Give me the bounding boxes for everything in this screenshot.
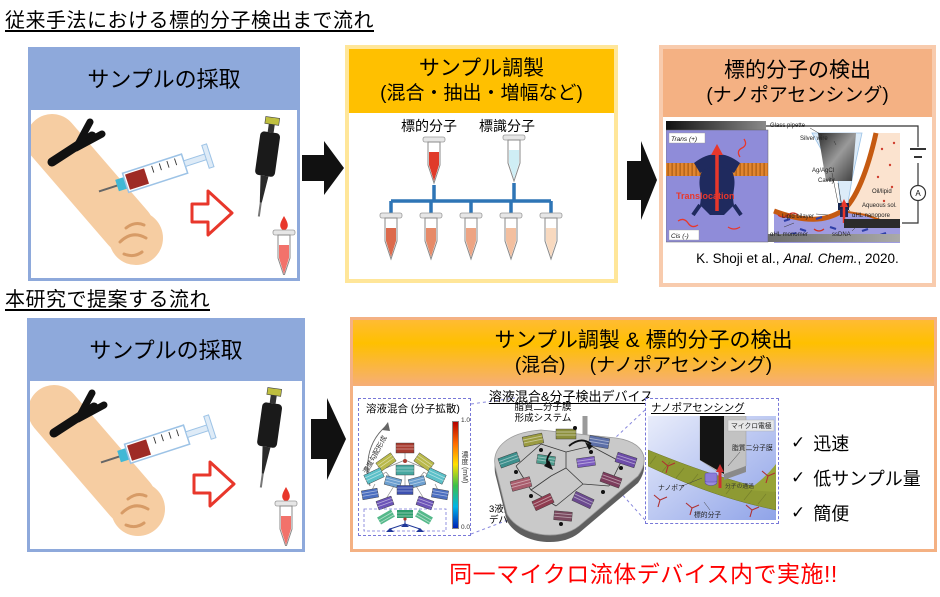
ssdna-label: ssDNA	[832, 232, 851, 238]
base-bar	[714, 234, 900, 242]
ahl-nanopore-label: αHL nanopore	[852, 213, 891, 219]
box-sampling-header: サンプルの採取	[31, 50, 297, 110]
citation-suffix: , 2020.	[857, 251, 899, 266]
box-sampling-header-text: サンプルの採取	[87, 67, 241, 93]
target-molecule-label: 標的分子	[401, 118, 457, 134]
check-icon: ✓	[791, 433, 806, 452]
box-detection-header-line1: 標的分子の検出	[724, 59, 871, 82]
probe-molecule-label: 標識分子	[479, 118, 535, 134]
benefit-label: 迅速	[813, 434, 850, 454]
blood-sampling-illustration	[30, 381, 302, 546]
benefit-item: ✓ 低サンプル量	[791, 465, 921, 491]
sensing-target-label: 標的分子	[694, 510, 721, 519]
sensing-scene-figure: マイクロ電極 脂質二分子膜 ナノポア 分子の通過 標的分子	[648, 416, 776, 520]
box-integrated-content: 溶液混合 (分子拡散)	[353, 386, 934, 549]
citation-journal: Anal. Chem.	[783, 251, 858, 266]
cis-label: Cis (-)	[671, 233, 689, 240]
flow-arrow-right-icon	[311, 398, 346, 480]
box-preparation-header-line2: (混合・抽出・増幅など)	[380, 83, 583, 105]
glass-pipette-label: Glass pipette	[770, 123, 806, 129]
micro-electrode-label: マイクロ電極	[731, 421, 772, 430]
mixing-inset-title: 溶液混合 (分子拡散)	[366, 403, 460, 415]
molecule-passage-label: 分子の通過	[725, 482, 754, 490]
circuit-wire	[766, 125, 919, 224]
box-integrated: サンプル調製 & 標的分子の検出 (混合) (ナノポアセンシング) 溶液混合 (…	[350, 317, 937, 552]
blood-sampling-illustration	[31, 110, 297, 275]
check-icon: ✓	[791, 503, 806, 522]
box-integrated-header-line1: サンプル調製 & 標的分子の検出	[494, 329, 793, 352]
microfluidic-device-figure	[494, 426, 645, 543]
sensing-nanopore-label: ナノポア	[658, 484, 685, 492]
benefit-label: 簡便	[813, 504, 850, 524]
battery-symbol	[910, 148, 926, 158]
lipid-system-label: 脂質二分子膜 形成システム	[495, 402, 591, 425]
colorbar-label: 濃度 (mM)	[461, 451, 468, 484]
section-title-proposed: 本研究で提案する流れ	[5, 289, 210, 311]
sensing-inset: ナノポアセンシング	[645, 398, 779, 524]
benefit-label: 低サンプル量	[813, 469, 921, 489]
colorbar	[452, 421, 459, 529]
box-sampling-proposed-header-text: サンプルの採取	[89, 338, 243, 364]
benefit-item: ✓ 簡便	[791, 500, 921, 526]
ahl-monomer-label: αHL monomer	[770, 232, 808, 238]
box-sampling-proposed-content	[30, 381, 302, 546]
cavity-label: Cavity	[818, 178, 835, 184]
dilution-tubes-illustration	[379, 134, 563, 260]
lipid-system-label-line2: 形成システム	[514, 413, 572, 425]
box-preparation: サンプル調製 (混合・抽出・増幅など) 標的分子 標識分子	[345, 45, 618, 283]
silver-wire-label: Silver wire	[800, 136, 828, 142]
ahl-monomers	[783, 215, 887, 237]
citation-prefix: K. Shoji et al.,	[696, 251, 784, 266]
flow-arrow-right-icon	[627, 141, 657, 220]
bottom-electrode	[844, 219, 900, 228]
benefit-item: ✓ 迅速	[791, 430, 921, 456]
box-sampling-content	[31, 110, 297, 275]
sensing-lipid-bilayer-label: 脂質二分子膜	[732, 443, 773, 452]
ammeter-label: A	[915, 189, 921, 198]
box-detection: 標的分子の検出 (ナノポアセンシング)	[659, 45, 936, 287]
oil-lipid-label: Oil/lipid	[872, 189, 892, 195]
trans-label: Trans (+)	[671, 136, 697, 143]
nanopore-cylinder	[704, 472, 718, 483]
box-detection-header: 標的分子の検出 (ナノポアセンシング)	[663, 49, 932, 117]
box-sampling-proposed-header: サンプルの採取	[30, 321, 302, 381]
ammeter-icon	[909, 184, 927, 202]
device-label: 溶液混合&分子検出デバイス	[488, 389, 654, 404]
citation: K. Shoji et al., Anal. Chem., 2020.	[663, 251, 932, 266]
lipid-bilayer-label: Lipid bilayer	[782, 214, 814, 220]
colorbar-max: 1.0	[461, 417, 471, 424]
box-sampling-conventional: サンプルの採取	[28, 47, 300, 281]
footer-note: 同一マイクロ流体デバイス内で実施!!	[449, 561, 838, 587]
lipid-system-label-line1: 脂質二分子膜	[514, 402, 572, 413]
inset-top-electrode	[666, 121, 766, 130]
box-integrated-header: サンプル調製 & 標的分子の検出 (混合) (ナノポアセンシング)	[353, 320, 934, 386]
colorbar-min: 0.0	[461, 524, 471, 531]
silver-wire-shape	[818, 133, 856, 181]
section-title-conventional: 従来手法における標的分子検出まで流れ	[5, 10, 374, 32]
target-molecules	[653, 460, 776, 518]
box-detection-content: A Trans (+) Cis (-) Translocation Glass …	[663, 117, 932, 283]
benefits-list: ✓ 迅速 ✓ 低サンプル量 ✓ 簡便	[791, 430, 921, 526]
box-detection-header-line2: (ナノポアセンシング)	[706, 85, 889, 107]
oil-region	[842, 133, 900, 227]
box-sampling-proposed: サンプルの採取	[27, 318, 305, 552]
translocation-label: Translocation	[676, 191, 735, 201]
sensing-inset-title: ナノポアセンシング	[651, 402, 745, 414]
check-icon: ✓	[791, 468, 806, 487]
ag-agcl-label: Ag/AgCl	[812, 168, 834, 174]
box-preparation-header: サンプル調製 (混合・抽出・増幅など)	[349, 49, 614, 113]
flow-arrow-right-icon	[302, 141, 344, 195]
mixing-network-figure	[361, 422, 449, 532]
box-preparation-content: 標的分子 標識分子	[349, 113, 614, 279]
box-integrated-header-line2: (混合) (ナノポアセンシング)	[514, 355, 773, 377]
box-preparation-header-line1: サンプル調製	[418, 57, 545, 80]
mixing-inset: 溶液混合 (分子拡散)	[358, 398, 471, 536]
nanopore-figure: A Trans (+) Cis (-) Translocation Glass …	[666, 121, 927, 243]
aqueous-sol-label: Aqueous sol.	[862, 203, 897, 209]
